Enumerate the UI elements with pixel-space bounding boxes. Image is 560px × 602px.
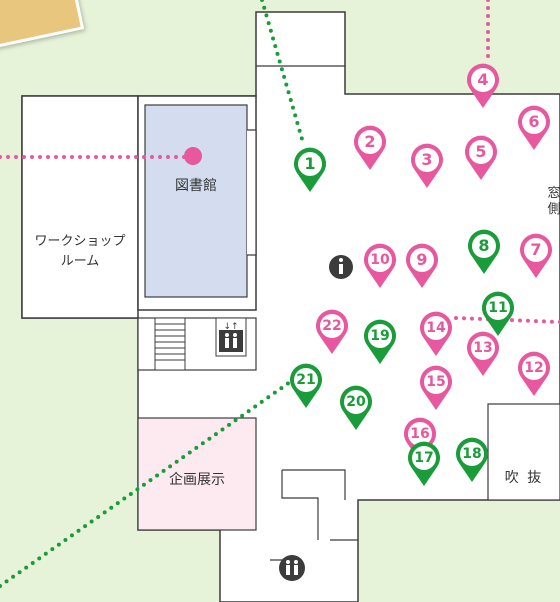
marker-number: 9 — [416, 250, 428, 269]
marker-pin-icon — [406, 243, 438, 288]
map-marker[interactable]: 6 — [516, 104, 552, 152]
marker-pin-icon — [420, 311, 452, 356]
marker-pin-icon — [364, 319, 396, 364]
marker-number: 21 — [296, 372, 316, 388]
map-marker[interactable]: 3 — [409, 142, 445, 190]
marker-pin-icon — [408, 441, 440, 486]
map-marker[interactable]: 15 — [418, 364, 454, 412]
information-icon — [329, 255, 353, 279]
map-marker[interactable]: 2 — [352, 124, 388, 172]
marker-number: 5 — [475, 142, 487, 161]
map-marker[interactable]: 14 — [418, 310, 454, 358]
marker-number: 13 — [473, 340, 493, 356]
map-marker[interactable]: 18 — [454, 436, 490, 484]
marker-number: 22 — [322, 318, 342, 334]
map-marker[interactable]: 1 — [292, 146, 328, 194]
marker-pin-icon — [518, 351, 550, 396]
marker-pin-icon — [411, 143, 443, 188]
map-marker[interactable]: 16 — [402, 416, 438, 464]
marker-number: 16 — [410, 426, 430, 442]
marker-pin-icon — [290, 363, 322, 408]
map-marker[interactable]: 4 — [465, 62, 501, 110]
pink-route-right — [454, 316, 560, 324]
marker-number: 6 — [528, 112, 540, 131]
map-marker[interactable]: 13 — [465, 330, 501, 378]
marker-number: 7 — [530, 240, 542, 259]
map-marker[interactable]: 20 — [338, 384, 374, 432]
marker-number: 20 — [346, 394, 366, 410]
stairs — [154, 317, 186, 371]
map-marker[interactable]: 10 — [362, 242, 398, 290]
map-marker[interactable]: 11 — [480, 290, 516, 338]
marker-pin-icon — [294, 147, 326, 192]
marker-number: 12 — [524, 360, 544, 376]
green-route-top — [260, 0, 306, 148]
svg-text:↓↑: ↓↑ — [223, 322, 238, 332]
marker-pin-icon — [354, 125, 386, 170]
marker-number: 8 — [478, 236, 490, 255]
map-marker[interactable]: 17 — [406, 440, 442, 488]
marker-pin-icon — [364, 243, 396, 288]
marker-number: 4 — [477, 70, 489, 89]
marker-pin-icon — [518, 105, 550, 150]
marker-pin-icon — [420, 365, 452, 410]
library-room — [144, 104, 248, 298]
elevator-icon: ↓↑ — [215, 317, 247, 357]
marker-number: 3 — [421, 150, 433, 169]
map-marker[interactable]: 19 — [362, 318, 398, 366]
marker-number: 17 — [414, 450, 434, 466]
marker-number: 18 — [462, 446, 482, 462]
marker-number: 11 — [488, 300, 508, 316]
map-marker[interactable]: 21 — [288, 362, 324, 410]
marker-pin-icon — [468, 229, 500, 274]
workshop-room — [21, 95, 139, 319]
marker-number: 15 — [426, 374, 446, 390]
exhibition-room-label: 企画展示 — [169, 472, 225, 488]
marker-number: 14 — [426, 320, 446, 336]
green-route-bottom — [0, 380, 292, 588]
map-marker[interactable]: 7 — [518, 232, 554, 280]
restroom-walls — [270, 469, 358, 561]
marker-pin-icon — [404, 417, 436, 462]
window-side-label: 窓 側 — [547, 186, 560, 217]
map-marker[interactable]: 9 — [404, 242, 440, 290]
marker-number: 10 — [370, 252, 390, 268]
marker-pin-icon — [467, 63, 499, 108]
map-marker[interactable]: 8 — [466, 228, 502, 276]
map-marker[interactable]: 12 — [516, 350, 552, 398]
library-destination-dot — [184, 147, 202, 165]
restroom-icon — [279, 555, 305, 581]
library-room-label: 図書館 — [175, 178, 217, 194]
workshop-room-label: ワークショップ ルーム — [34, 234, 126, 269]
marker-pin-icon — [316, 309, 348, 354]
atrium-label: 吹 抜 — [504, 470, 544, 486]
marker-pin-icon — [340, 385, 372, 430]
map-marker[interactable]: 5 — [463, 134, 499, 182]
marker-pin-icon — [465, 135, 497, 180]
marker-number: 19 — [370, 328, 390, 344]
marker-pin-icon — [467, 331, 499, 376]
marker-number: 2 — [364, 132, 376, 151]
library-door — [247, 129, 257, 256]
marker-pin-icon — [482, 291, 514, 336]
marker-pin-icon — [456, 437, 488, 482]
map-marker[interactable]: 22 — [314, 308, 350, 356]
marker-pin-icon — [520, 233, 552, 278]
marker-number: 1 — [304, 154, 316, 173]
atrium — [487, 403, 560, 501]
